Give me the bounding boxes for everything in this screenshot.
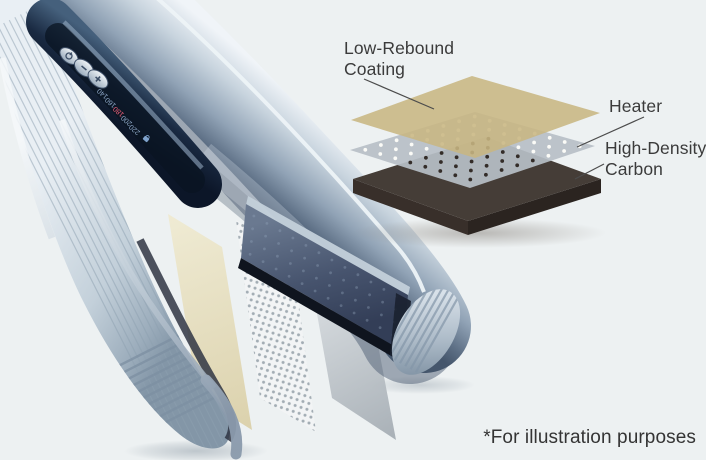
coating-leader-line [363,78,435,110]
heater-label: Heater [609,96,663,116]
footnote: *For illustration purposes [483,427,696,448]
heating-plate [241,204,408,351]
lock-icon [142,135,150,143]
layer-diagram [350,76,645,248]
hinge-chrome-hook [200,374,243,460]
straightener-upper-arm: 140 160 180 200 220 [26,0,471,375]
power-button [59,47,79,65]
carbon-label: High-Density Carbon [605,138,706,180]
coating-layer [351,76,600,158]
coating-label-line2: Coating [344,59,406,79]
hinge-chrome-strip [59,119,217,390]
plus-icon [95,76,101,82]
lower-arm-chrome-edge [0,57,56,240]
carbon-layer-shadow [350,218,606,248]
plate-under-edge [238,258,403,361]
coating-label-line1: Low-Rebound [344,38,455,58]
carbon-leader-line [574,163,605,180]
carbon-layer-side-right [468,179,601,235]
fanned-sheet-tan [168,214,252,430]
coating-label: Low-Rebound Coating [344,38,454,80]
temp-up-button [87,69,109,89]
carbon-layer-side-left [353,179,468,235]
leader-lines [363,78,645,180]
heater-leader-line [576,116,645,148]
carbon-label-line1: High-Density [605,138,706,158]
plate-rim [246,196,410,296]
control-strip-gloss [62,20,204,170]
upper-arm-top-rim-highlight [156,0,426,293]
carbon-label-line2: Carbon [605,159,663,179]
minus-icon [81,65,87,71]
